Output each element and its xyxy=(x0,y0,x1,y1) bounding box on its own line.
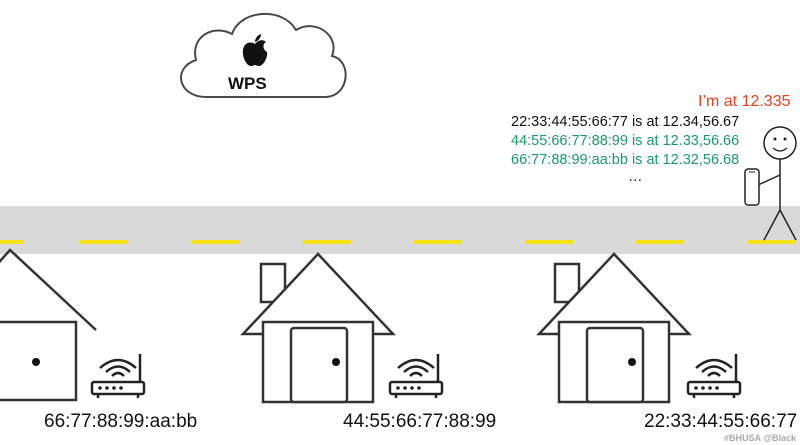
road-dash xyxy=(80,240,128,244)
apple-logo-icon xyxy=(242,34,268,66)
lookup-line: 22:33:44:55:66:77 is at 12.34,56.67 xyxy=(511,114,740,130)
router-icon xyxy=(90,354,146,398)
phone-icon xyxy=(744,168,760,206)
router-mac-label: 22:33:44:55:66:77 xyxy=(644,411,798,432)
lookup-line: 66:77:88:99:aa:bb is at 12.32,56.68 xyxy=(511,152,740,168)
road-dash xyxy=(303,240,351,244)
road xyxy=(0,206,800,254)
road-dash xyxy=(414,240,462,244)
router-icon xyxy=(388,354,444,398)
lookup-ellipsis: … xyxy=(628,169,643,185)
road-dash xyxy=(0,240,24,244)
router-icon xyxy=(686,354,742,398)
road-dash xyxy=(748,240,796,244)
lookup-line: 44:55:66:77:88:99 is at 12.33,56.66 xyxy=(511,133,740,149)
location-speech: I’m at 12.335 xyxy=(698,93,791,110)
wps-label: WPS xyxy=(228,74,267,93)
road-dash xyxy=(525,240,573,244)
road-dash xyxy=(636,240,684,244)
router-mac-label: 44:55:66:77:88:99 xyxy=(343,411,497,432)
road-dash xyxy=(192,240,240,244)
router-mac-label: 66:77:88:99:aa:bb xyxy=(44,411,198,432)
footer-hashtag: #BHUSA @Black xyxy=(724,433,796,443)
